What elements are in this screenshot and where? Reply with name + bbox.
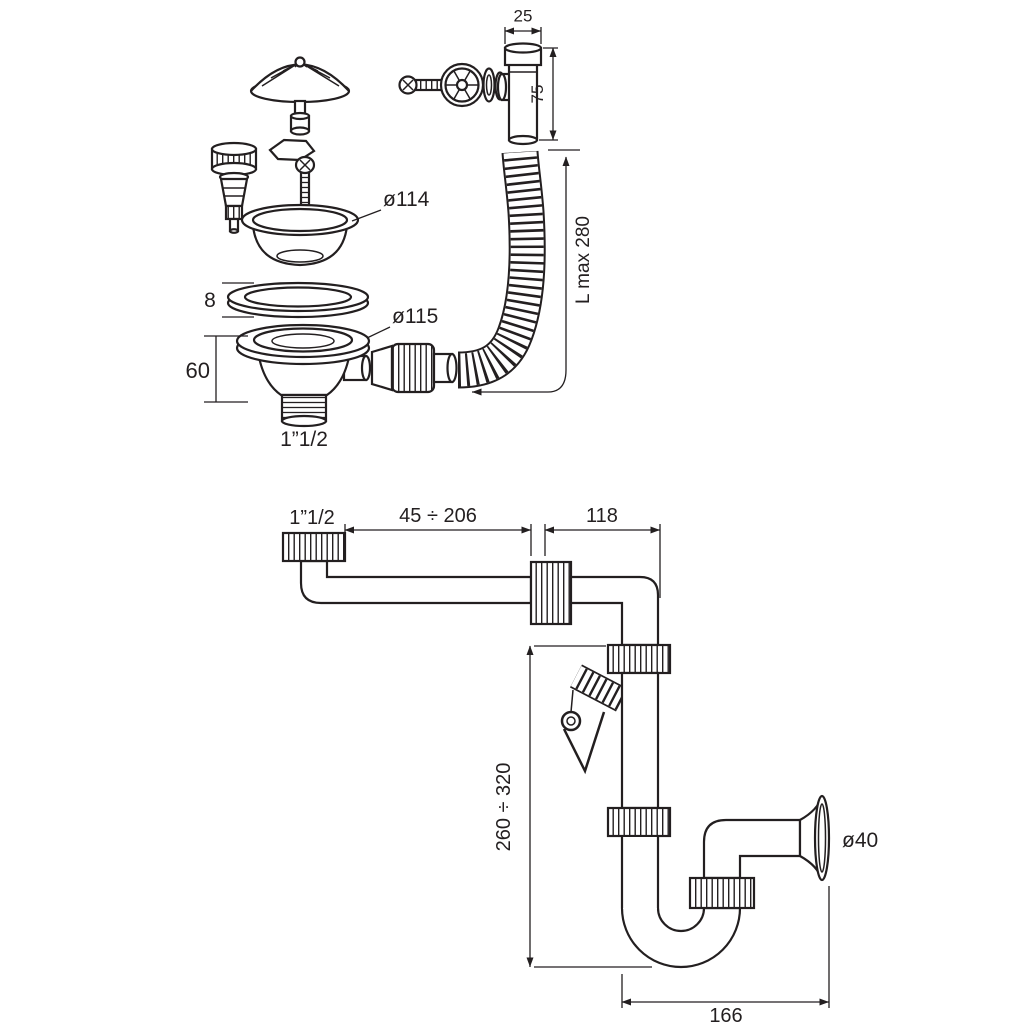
knob-cone bbox=[219, 177, 249, 208]
dim-25-extensions bbox=[504, 27, 542, 44]
dim-260-320-extensions bbox=[534, 645, 652, 968]
elbow-socket-end bbox=[496, 72, 508, 102]
inlet-elbow-pipe bbox=[299, 559, 533, 605]
inlet-nut bbox=[281, 531, 347, 563]
dim-hose-label: L max 280 bbox=[573, 216, 594, 304]
flange-face-inner bbox=[817, 803, 827, 873]
hose-nut bbox=[390, 342, 436, 394]
knob-ribbed-stem bbox=[224, 204, 244, 221]
flat-gasket bbox=[226, 281, 370, 319]
strainer-bowl bbox=[240, 203, 360, 267]
overflow-flexible-hose bbox=[457, 150, 546, 389]
overflow-gasket-1 bbox=[482, 67, 496, 103]
dim-offset: 118 bbox=[544, 505, 661, 598]
screw-shank bbox=[299, 170, 311, 208]
hook-link bbox=[570, 689, 574, 713]
dim-inlet-thread-label: 1”1/2 bbox=[289, 507, 335, 529]
body-outlet-end bbox=[280, 414, 328, 428]
overflow-elbow bbox=[496, 42, 543, 146]
dim-260-320-label: 260 ÷ 320 bbox=[493, 763, 515, 852]
dim-8-label: 8 bbox=[204, 289, 216, 312]
dim-gasket-thickness: 8 bbox=[204, 282, 254, 318]
trap-inlet-pipe-walls bbox=[620, 836, 660, 908]
u-bend bbox=[620, 906, 742, 969]
dim-body-height: 60 bbox=[186, 335, 248, 403]
hook-ring-inner bbox=[566, 716, 576, 726]
hook-ring bbox=[560, 710, 582, 732]
overflow-gasket-1-hole bbox=[485, 74, 493, 96]
basket-pin-top bbox=[289, 111, 311, 121]
locking-knob-assembly bbox=[210, 141, 258, 234]
dim-o114-label: ø114 bbox=[383, 188, 430, 211]
outlet-nut bbox=[688, 876, 756, 910]
hose-nut-cone bbox=[370, 344, 394, 392]
dim-60-label: 60 bbox=[186, 358, 210, 383]
trap-view: 1”1/2 45 ÷ 206 118 260 ÷ 320 ø40 166 bbox=[281, 505, 878, 1024]
horizontal-pipe-elbow bbox=[569, 575, 660, 647]
knob-cone-lines bbox=[222, 187, 246, 197]
dim-8-ticks bbox=[222, 282, 254, 318]
gasket-inner bbox=[243, 286, 353, 308]
hose-nut-tail-end bbox=[446, 352, 458, 384]
basket-dome bbox=[250, 63, 350, 92]
dim-outlet-thread-label: 1”1/2 bbox=[280, 428, 328, 451]
dim-o114-leader bbox=[351, 209, 382, 222]
dim-bowl-diameter: ø114 bbox=[351, 188, 430, 222]
coupling-nut bbox=[529, 560, 573, 626]
dim-outlet-reach: 166 bbox=[621, 886, 830, 1024]
trap-inlet-pipe-fill bbox=[623, 837, 657, 909]
overflow-rosette bbox=[439, 62, 485, 108]
overflow-screw-slot bbox=[402, 79, 414, 91]
screw-slot bbox=[299, 159, 311, 171]
hook-wire bbox=[562, 711, 606, 775]
dim-hose-line bbox=[472, 156, 570, 396]
bowl-drain-hole bbox=[276, 249, 324, 263]
dim-166-label: 166 bbox=[709, 1005, 742, 1024]
outlet-elbow bbox=[702, 818, 802, 880]
dim-overflow-width: 25 bbox=[504, 7, 542, 44]
knob-top bbox=[210, 141, 258, 157]
overflow-hose-nut bbox=[370, 342, 458, 394]
dim-118-label: 118 bbox=[586, 505, 618, 527]
rosette-spokes bbox=[445, 70, 479, 100]
basket-pin-bottom bbox=[289, 126, 311, 136]
dim-o115-leader bbox=[366, 326, 391, 339]
wall-flange bbox=[798, 794, 831, 882]
dim-45-206-extensions bbox=[344, 524, 532, 556]
exploded-view: 25 75 L max 280 ø114 8 ø115 60 1 bbox=[186, 7, 594, 452]
dim-75-label: 75 bbox=[528, 85, 547, 104]
body-side-port-end bbox=[360, 354, 372, 382]
bowl-rim-inner bbox=[251, 207, 349, 233]
hose-hook bbox=[560, 689, 606, 775]
dim-overflow-height: 75 bbox=[528, 47, 558, 141]
elbow-top bbox=[503, 42, 543, 54]
dim-height-adjust: 260 ÷ 320 bbox=[493, 645, 652, 968]
waste-body bbox=[235, 323, 372, 428]
knob-tip-end bbox=[228, 228, 240, 234]
flange-face bbox=[813, 794, 831, 882]
riser-top-nut bbox=[606, 643, 672, 675]
strainer-basket bbox=[249, 56, 351, 136]
dim-inlet-reach: 45 ÷ 206 bbox=[344, 505, 532, 556]
hex-nut bbox=[268, 138, 316, 162]
dim-outlet-diameter-label: ø40 bbox=[842, 829, 878, 852]
dim-o115-label: ø115 bbox=[392, 305, 438, 328]
dim-25-label: 25 bbox=[514, 7, 533, 26]
overflow-screw-shank bbox=[414, 78, 444, 92]
dim-flange-diameter: ø115 bbox=[366, 305, 438, 339]
dim-60-bracket bbox=[204, 335, 248, 403]
dim-hose-max-length: L max 280 bbox=[472, 149, 594, 396]
body-flange-opening bbox=[271, 333, 335, 349]
takeoff-corrugation bbox=[570, 666, 628, 710]
dim-45-206-label: 45 ÷ 206 bbox=[399, 505, 477, 527]
basket-cap bbox=[294, 56, 306, 68]
elbow-bottom bbox=[507, 134, 539, 146]
appliance-takeoff bbox=[569, 664, 629, 712]
trap-top-nut bbox=[606, 806, 672, 838]
riser-pipe bbox=[620, 671, 660, 810]
